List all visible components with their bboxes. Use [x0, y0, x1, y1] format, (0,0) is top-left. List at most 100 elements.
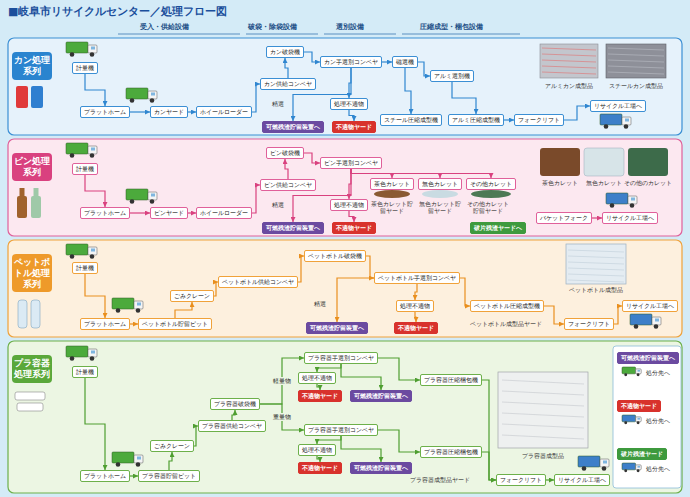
flow-arrow	[351, 169, 491, 178]
truck-cab	[600, 459, 609, 467]
truck-wheel	[624, 373, 627, 376]
node-text: ごみクレーン	[174, 292, 210, 300]
node-text: ペットボトル供給コンベヤ	[222, 278, 294, 286]
flow-arrow	[188, 111, 196, 112]
band-heading: ペットボトル処理系列	[12, 254, 52, 292]
bale-texture	[542, 48, 596, 50]
node-text: ペットボトル破袋機	[308, 252, 362, 260]
node-text: フォークリフト	[500, 476, 542, 484]
equipment-box: ペットボトル手選別コンベヤ	[374, 272, 460, 284]
node-text: ビン破袋機	[270, 149, 300, 157]
truck-window	[151, 93, 155, 96]
bottle-icon	[34, 188, 39, 197]
truck-wheel	[637, 373, 640, 376]
destination-tag: 可燃残渣貯留装置へ	[306, 322, 368, 334]
equipment-box: プラ容器圧縮梱包機	[420, 374, 482, 386]
truck-cab	[622, 117, 631, 125]
bale-texture	[568, 280, 624, 282]
node-text: 計量機	[76, 64, 94, 72]
node-text: アルミ圧縮成型機	[452, 116, 500, 124]
text-label: 精選	[272, 201, 284, 208]
node-text: 茶色カレット	[374, 180, 410, 188]
text-label: 破袋・除袋設備	[248, 23, 297, 32]
text-label: プラ容器成型品ヤード	[410, 476, 470, 483]
flow-arrow	[252, 185, 260, 213]
flow-arrow	[304, 153, 320, 163]
flow-arrow	[85, 175, 105, 207]
node-text: 計量機	[76, 264, 94, 272]
equipment-box: 無色カレット	[418, 178, 462, 190]
bottle-icon	[31, 196, 41, 218]
truck-window	[91, 47, 95, 50]
flow-arrow	[482, 452, 496, 480]
node-text: 可燃残渣貯留装置へ	[354, 392, 408, 400]
node-text: カン供給コンベヤ	[264, 80, 312, 88]
bale-texture	[568, 274, 624, 276]
flow-arrow	[460, 278, 470, 306]
truck-wheel	[624, 469, 627, 472]
bale-texture	[542, 66, 596, 68]
truck-window	[638, 418, 640, 420]
flow-arrow	[341, 364, 381, 390]
flow-arrow	[349, 211, 354, 222]
truck-body	[112, 452, 134, 463]
equipment-box: ホイールローダー	[196, 207, 252, 219]
destination-tag: 可燃残渣貯留装置へ	[262, 222, 324, 234]
text-label: スチールカン成型品	[609, 82, 663, 89]
flow-arrow	[415, 284, 417, 300]
truck-wheel	[136, 462, 141, 467]
equipment-box: アルミ圧縮成型機	[448, 114, 504, 126]
node-text: スチール圧縮成型機	[384, 116, 438, 124]
node-text: 不適物ヤード	[336, 123, 372, 131]
node-text: 磁選機	[396, 58, 414, 66]
cullet-pile	[471, 190, 511, 198]
equipment-box: 処理不適物	[396, 300, 434, 312]
flow-arrow	[378, 358, 420, 380]
truck-body	[622, 367, 636, 374]
flow-arrow	[85, 274, 105, 318]
truck-window	[137, 457, 141, 460]
truck-wheel	[130, 199, 135, 204]
equipment-box: ビン供給コンベヤ	[260, 179, 316, 191]
equipment-box: プラ容器破袋機	[210, 398, 260, 410]
cullet-image	[628, 148, 668, 176]
node-text: アルミ選別機	[434, 72, 470, 80]
node-text: ペットボトル手選別コンベヤ	[378, 274, 456, 282]
truck-cab	[652, 317, 661, 325]
text-label: 茶色カレット	[542, 179, 578, 186]
bale-texture	[568, 262, 624, 264]
node-text: 処理不適物	[302, 374, 332, 382]
flow-arrow	[349, 110, 354, 121]
flow-arrow	[85, 378, 105, 470]
equipment-box: ビンヤード	[150, 207, 188, 219]
destination-tag: 不適物ヤード	[298, 462, 342, 474]
truck-body	[622, 415, 636, 422]
flow-arrow	[304, 52, 320, 62]
bale-texture	[542, 54, 596, 56]
truck-wheel	[604, 124, 609, 129]
equipment-box: カンヤード	[150, 106, 188, 118]
process-band: ビン処理系列計量機プラットホームビンヤードホイールローダービン破袋機ビン手選別コ…	[8, 139, 682, 236]
bale-texture	[568, 268, 624, 270]
truck-wheel	[70, 356, 75, 361]
truck-wheel	[90, 52, 95, 57]
flow-arrow	[285, 58, 288, 78]
node-text: フォークリフト	[518, 116, 560, 124]
equipment-box: プラ容器貯留ピット	[138, 470, 200, 482]
node-text: 可燃残渣貯留装置へ	[266, 224, 320, 232]
truck-cab	[88, 146, 97, 154]
equipment-box: プラットホーム	[80, 207, 130, 219]
equipment-box: 茶色カレット	[370, 178, 414, 190]
flow-arrow	[382, 61, 392, 62]
text-label: ペットボトル成型品ヤード	[470, 320, 542, 327]
bale-texture	[608, 66, 664, 68]
truck-body	[126, 189, 148, 200]
band-ground	[8, 38, 682, 135]
truck-wheel	[654, 324, 659, 329]
truck-wheel	[90, 153, 95, 158]
truck-wheel	[637, 469, 640, 472]
text-label: 選別設備	[336, 23, 364, 32]
equipment-box: カン供給コンベヤ	[260, 78, 316, 90]
node-text: 不適物ヤード	[398, 324, 434, 332]
